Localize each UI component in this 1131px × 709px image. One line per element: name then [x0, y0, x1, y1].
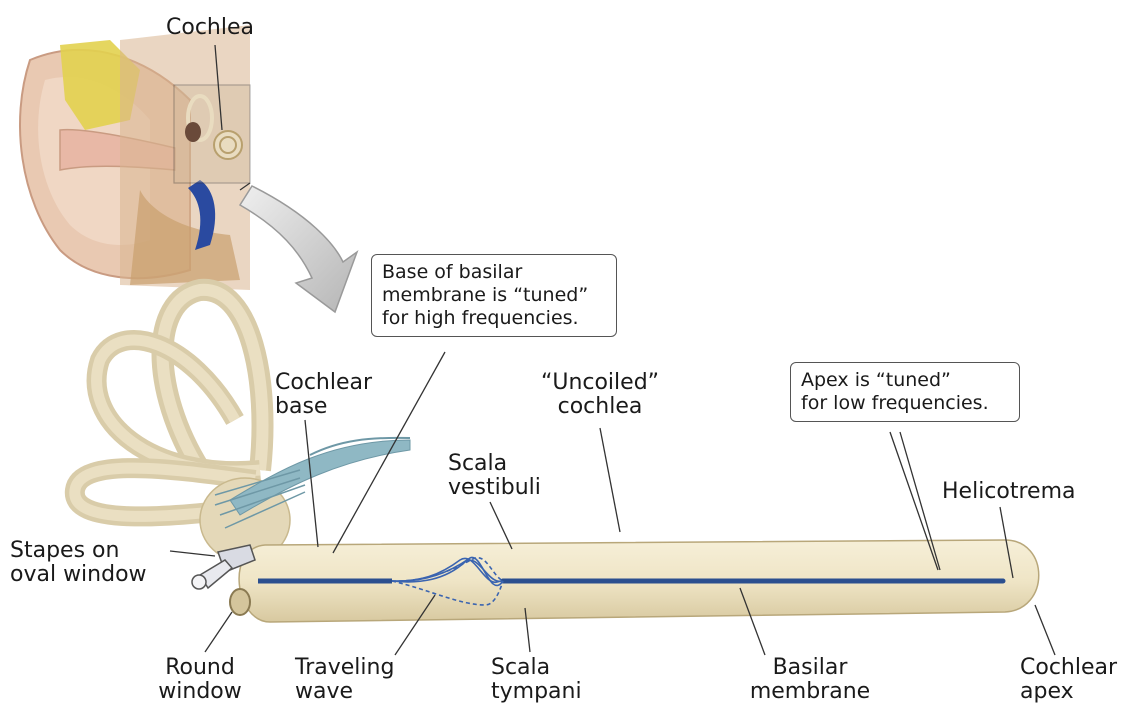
semicircular-canals [75, 290, 290, 562]
label-cochlea: Cochlea [166, 16, 254, 40]
label-helicotrema: Helicotrema [942, 480, 1076, 504]
callout-apex-low-frequencies: Apex is “tuned”for low frequencies. [790, 362, 1020, 422]
ear-illustration [20, 25, 250, 290]
round-window [230, 589, 250, 615]
magnify-arrow [240, 186, 357, 312]
label-uncoiled-cochlea: “Uncoiled”cochlea [530, 371, 670, 419]
